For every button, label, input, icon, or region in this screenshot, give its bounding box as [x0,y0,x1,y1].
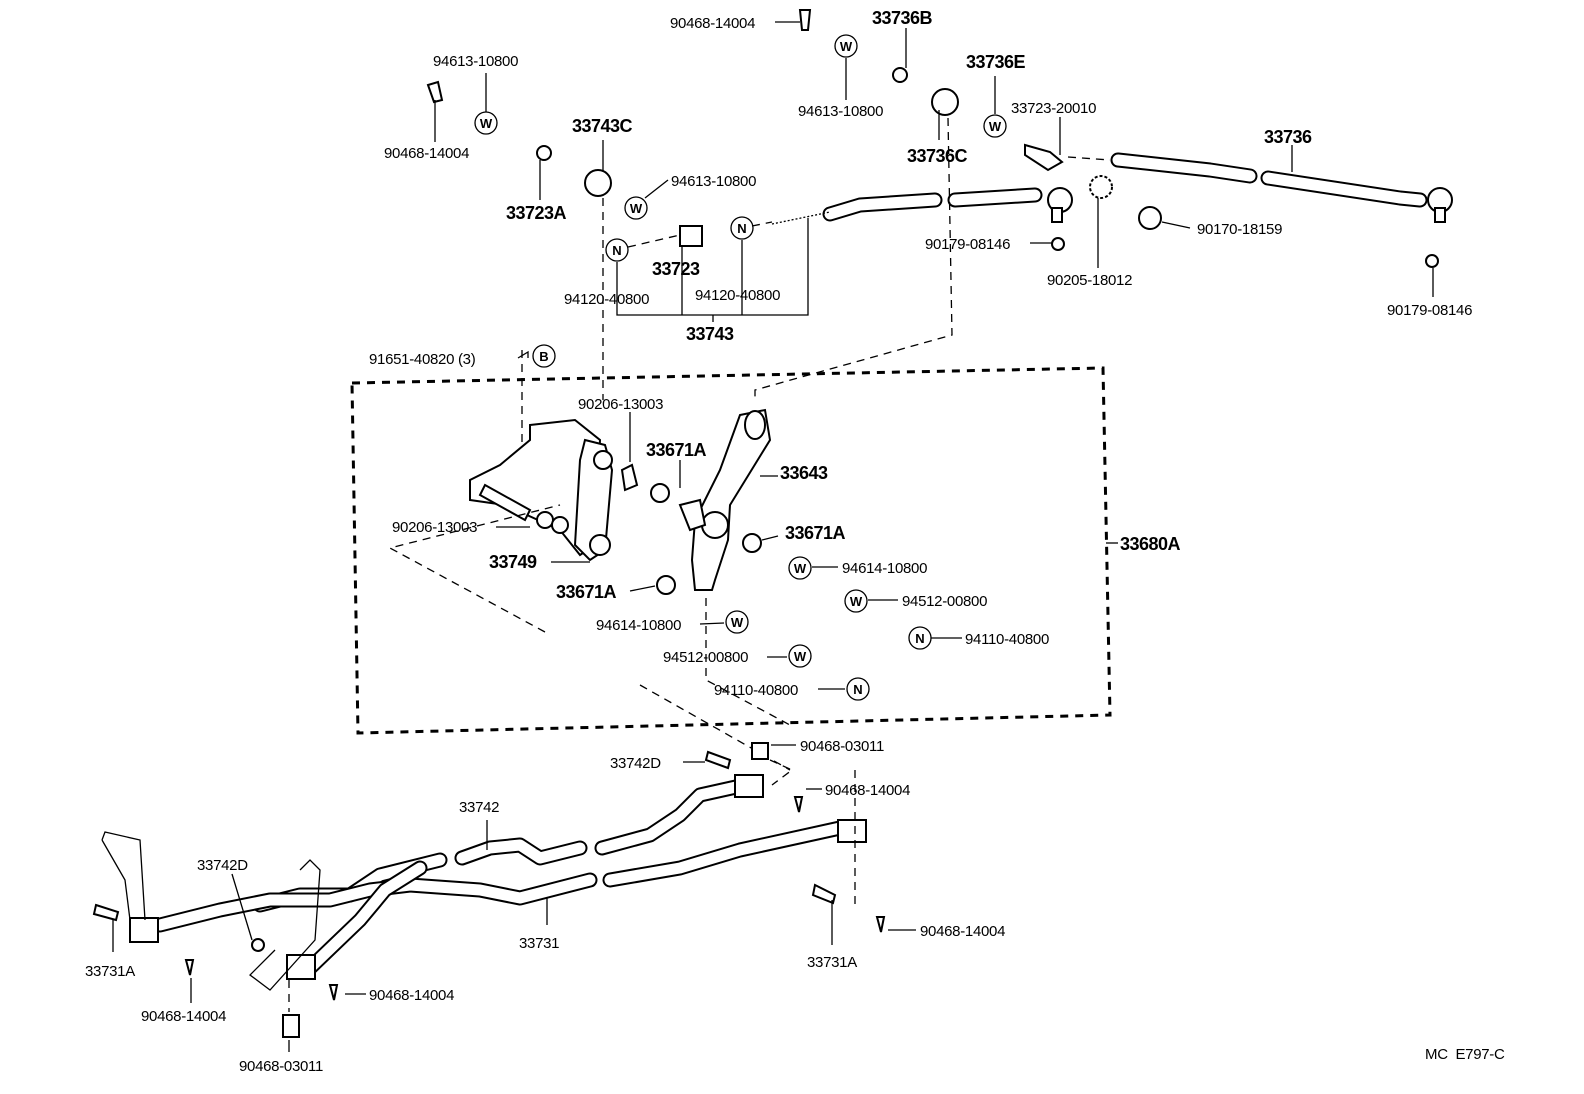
part-label: 33743 [686,324,734,344]
small-parts-top [426,9,1439,268]
part-label: 33736E [966,52,1026,72]
part-label: 90468-14004 [670,15,755,32]
part-label: 33736C [907,146,968,166]
part-label: 33731 [519,935,559,952]
lever-33643 [650,408,772,595]
footer-code: MC E797-C [1425,1046,1505,1063]
part-label: 94120-40800 [564,291,649,308]
part-label: 33736 [1264,127,1312,147]
bolt-icon: B [532,344,556,368]
part-label: 33742D [197,857,248,874]
rod-33736 [1110,152,1453,223]
assembly-boundary-33680A [350,366,1112,735]
part-label: 90205-18012 [1047,272,1132,289]
part-label: 90206-13003 [578,396,663,413]
part-label: 33723A [506,203,567,223]
part-label: 33723 [652,259,700,279]
svg-text:W: W [840,39,853,54]
bracket-33749 [469,418,639,562]
part-label: 90468-14004 [920,923,1005,940]
part-label: 94110-40800 [714,682,798,699]
part-label: 90179-08146 [1387,302,1472,319]
part-label: 90468-03011 [239,1058,323,1075]
washer-icon: W [624,196,648,220]
part-label: 94613-10800 [798,103,883,120]
part-label: 94614-10800 [596,617,681,634]
part-label: 33743C [572,116,633,136]
washer-icon: W [983,114,1007,138]
part-label: 94512-00800 [902,593,987,610]
part-label: 94110-40800 [965,631,1049,648]
part-label: 33671A [785,523,846,543]
part-label: 90468-14004 [141,1008,226,1025]
washer-icon: W [788,556,812,580]
part-labels: 90468-14004 33736B 94613-10800 33736E 33… [85,8,1505,1075]
part-label: 33731A [85,963,135,980]
nut-icon: N [908,626,932,650]
washer-icon: W [725,610,749,634]
svg-text:N: N [737,221,746,236]
svg-text:N: N [612,243,621,258]
part-label: 94512-00800 [663,649,748,666]
part-label: 94613-10800 [433,53,518,70]
part-label: 33723-20010 [1011,100,1096,117]
part-label: 33749 [489,552,537,572]
part-label: 90468-14004 [369,987,454,1004]
washer-icon: W [788,644,812,668]
part-label: 90468-03011 [800,738,884,755]
part-label: 90170-18159 [1197,221,1282,238]
part-label: 33736B [872,8,933,28]
part-label: 90206-13003 [392,519,477,536]
svg-text:N: N [915,631,924,646]
svg-text:W: W [731,615,744,630]
part-label: 33680A [1120,534,1181,554]
part-label: 33671A [646,440,707,460]
rod-33743 [771,187,1073,225]
part-label: 33731A [807,954,857,971]
svg-text:W: W [794,561,807,576]
part-label: 94614-10800 [842,560,927,577]
washer-symbols: W W W W W W W W [474,34,1007,668]
nut-symbols: N N N N [605,216,932,701]
part-label: 94613-10800 [671,173,756,190]
part-label: 33643 [780,463,828,483]
svg-text:N: N [853,682,862,697]
part-label: 90179-08146 [925,236,1010,253]
svg-text:W: W [630,201,643,216]
small-parts-bottom [92,750,886,1001]
svg-text:B: B [539,349,548,364]
part-label: 90468-14004 [825,782,910,799]
svg-text:W: W [480,116,493,131]
svg-text:W: W [794,649,807,664]
part-label: 33742D [610,755,661,772]
washer-icon: W [474,111,498,135]
nut-icon: N [605,238,629,262]
leader-lines-bottom [112,744,916,1052]
nut-icon: N [846,677,870,701]
nut-icon: N [730,216,754,240]
washer-icon: W [844,589,868,613]
part-label: 91651-40820 (3) [369,351,476,368]
part-label: 94120-40800 [695,287,780,304]
part-label: 33671A [556,582,617,602]
svg-text:W: W [850,594,863,609]
part-label: 33742 [459,799,499,816]
leader-lines-middle [388,412,962,771]
leader-lines [434,21,1434,470]
part-label: 90468-14004 [384,145,469,162]
rod-33731 [101,742,867,1038]
washer-icon: W [834,34,858,58]
svg-text:W: W [989,119,1002,134]
